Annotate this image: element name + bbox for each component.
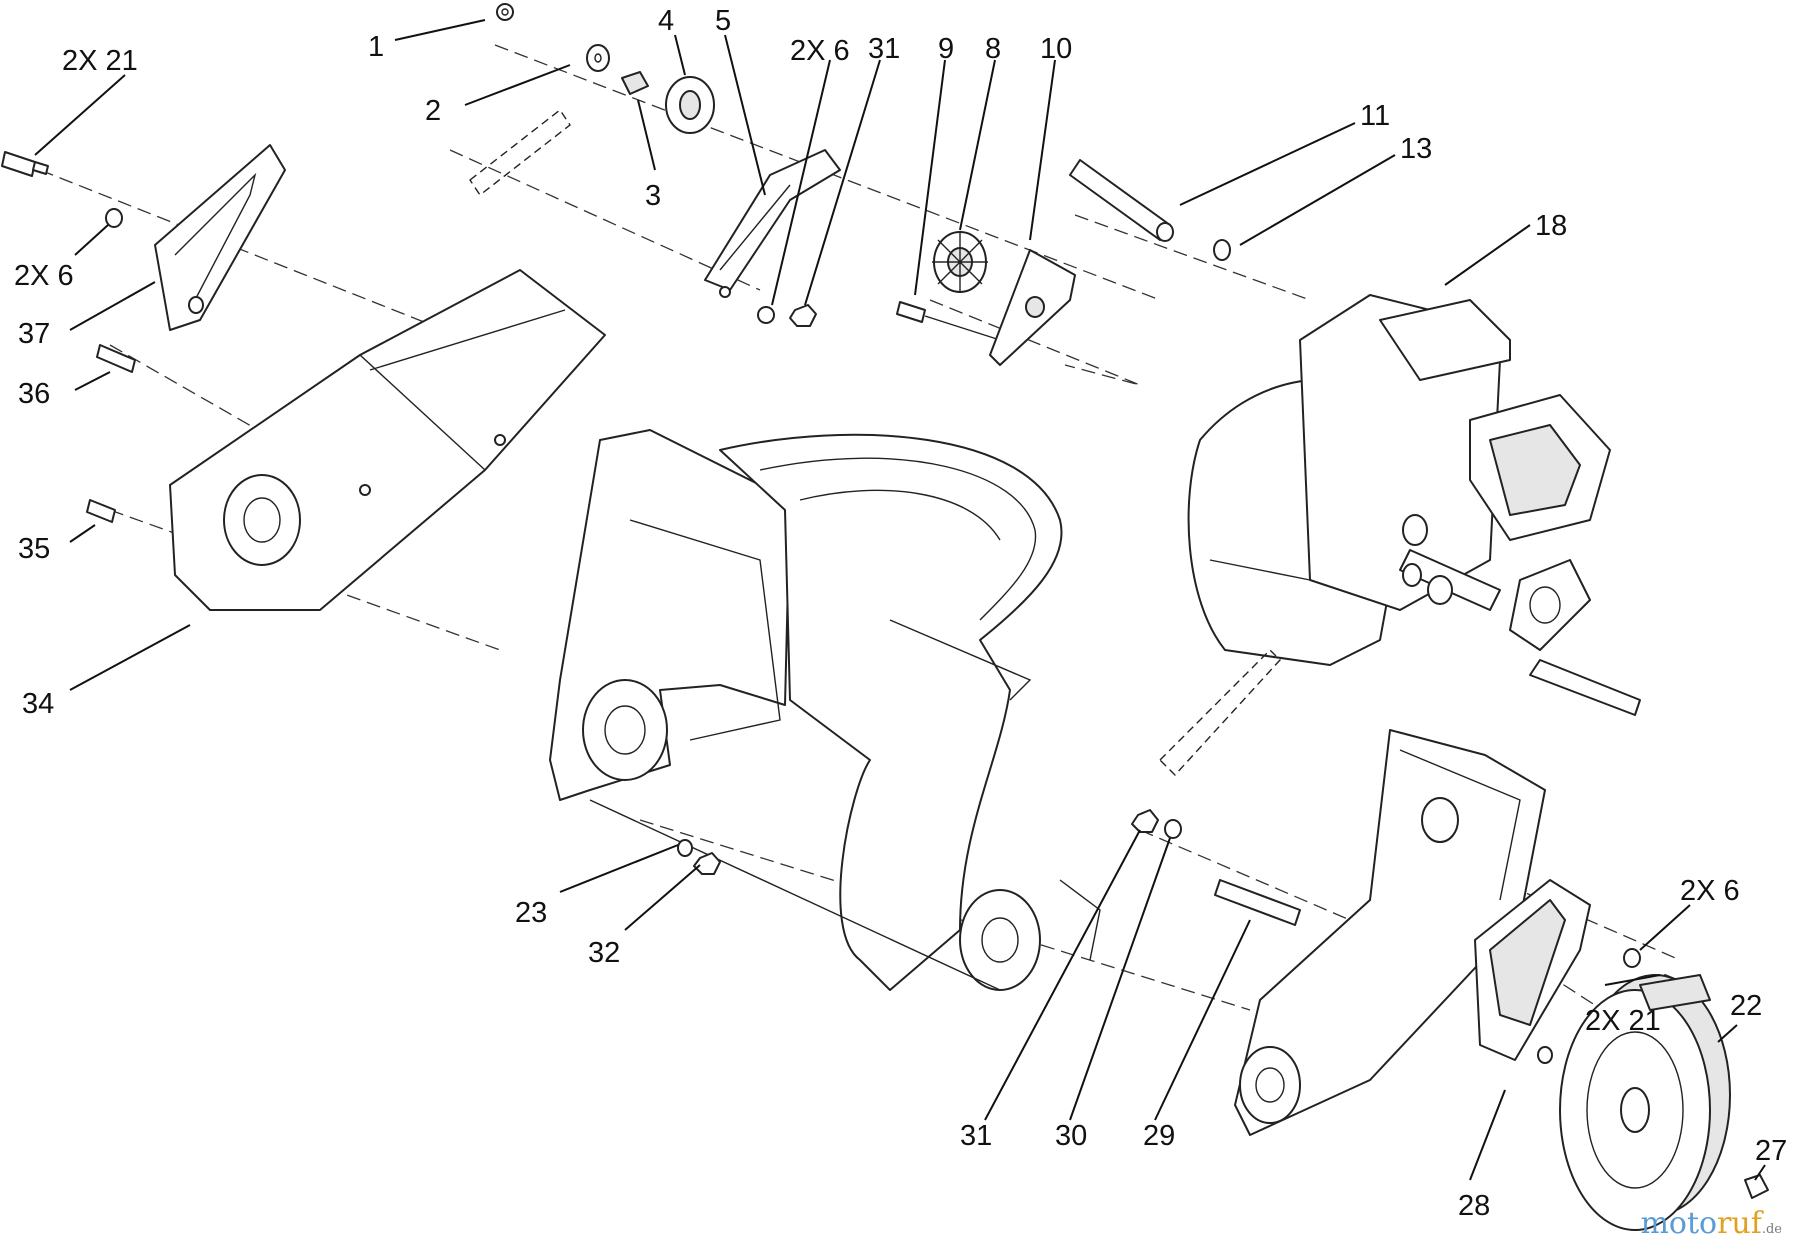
- callout-5: 5: [715, 5, 731, 37]
- watermark-logo: motoruf.de: [1640, 1206, 1782, 1241]
- callout-9: 9: [938, 33, 954, 65]
- callout-22: 22: [1730, 990, 1762, 1022]
- part-32-nut: [693, 852, 721, 875]
- callout-34: 34: [22, 688, 54, 720]
- callout-10: 10: [1040, 33, 1072, 65]
- part-6-washer-right: [1623, 948, 1641, 968]
- part-3-spacer: [621, 71, 649, 95]
- part-34-belt-cover: [169, 269, 606, 611]
- callout-8: 8: [985, 33, 1001, 65]
- callout-31-bottom: 31: [960, 1120, 992, 1152]
- watermark-brand-a: moto: [1640, 1206, 1718, 1241]
- callout-27: 27: [1755, 1135, 1787, 1167]
- part-13-clip: [1213, 239, 1231, 261]
- part-1-nut: [496, 3, 514, 21]
- callout-18: 18: [1535, 210, 1567, 242]
- callout-3: 3: [645, 180, 661, 212]
- callout-37: 37: [18, 318, 50, 350]
- part-dashed-shaft-key: [469, 108, 571, 197]
- callout-28: 28: [1458, 1190, 1490, 1222]
- callout-29: 29: [1143, 1120, 1175, 1152]
- callout-31-top: 31: [868, 33, 900, 65]
- callout-13: 13: [1400, 133, 1432, 165]
- callout-11: 11: [1360, 100, 1390, 132]
- part-30-washer: [1164, 819, 1182, 839]
- callout-4: 4: [658, 5, 674, 37]
- callout-6-right: 2X 6: [1680, 875, 1740, 907]
- callout-labels: 1 2 3 4 5 2X 6 31 9 8 10 11 13 18 2X 21 …: [14, 5, 1787, 1222]
- part-18-gearbox: [1187, 294, 1641, 716]
- part-36-bolt: [96, 344, 136, 373]
- part-right-side-panel: [1234, 729, 1546, 1136]
- part-2-washer: [586, 44, 610, 72]
- part-10-plate: [989, 249, 1076, 366]
- part-11-shaft: [1069, 159, 1174, 242]
- callout-1: 1: [368, 31, 384, 63]
- leader-lines: [34, 19, 1766, 1181]
- watermark-brand-b: ruf: [1717, 1206, 1762, 1241]
- part-4-bearing: [665, 76, 715, 134]
- part-21-bolt-left: [1, 151, 49, 177]
- part-6-washer-top: [757, 306, 775, 324]
- callout-2: 2: [425, 95, 441, 127]
- part-8-sprocket: [932, 231, 988, 293]
- part-22-wheel: [1559, 974, 1731, 1231]
- part-9-bolt: [896, 301, 1001, 341]
- callout-36: 36: [18, 378, 50, 410]
- part-37-bearing-plate: [154, 144, 286, 331]
- callout-21-left: 2X 21: [62, 45, 138, 77]
- callout-35: 35: [18, 533, 50, 565]
- part-27-cap: [1744, 1174, 1769, 1199]
- part-23-washer: [677, 839, 693, 857]
- part-35-screw: [86, 499, 116, 523]
- callout-6-left: 2X 6: [14, 260, 74, 292]
- watermark-tld: .de: [1761, 1222, 1782, 1237]
- callout-6-top: 2X 6: [790, 35, 850, 67]
- callout-23: 23: [515, 897, 547, 929]
- part-28-bearing-plate-right: [1474, 879, 1591, 1064]
- part-6-washer-left: [105, 208, 123, 228]
- part-31-nut-top: [789, 304, 817, 327]
- callout-32: 32: [588, 937, 620, 969]
- part-5-bracket: [704, 149, 841, 298]
- callout-21-right: 2X 21: [1585, 1005, 1661, 1037]
- part-29-shaft-key: [1159, 649, 1301, 926]
- callout-30: 30: [1055, 1120, 1087, 1152]
- part-auger-housing: [549, 429, 1101, 991]
- part-31-nut-right: [1131, 809, 1159, 833]
